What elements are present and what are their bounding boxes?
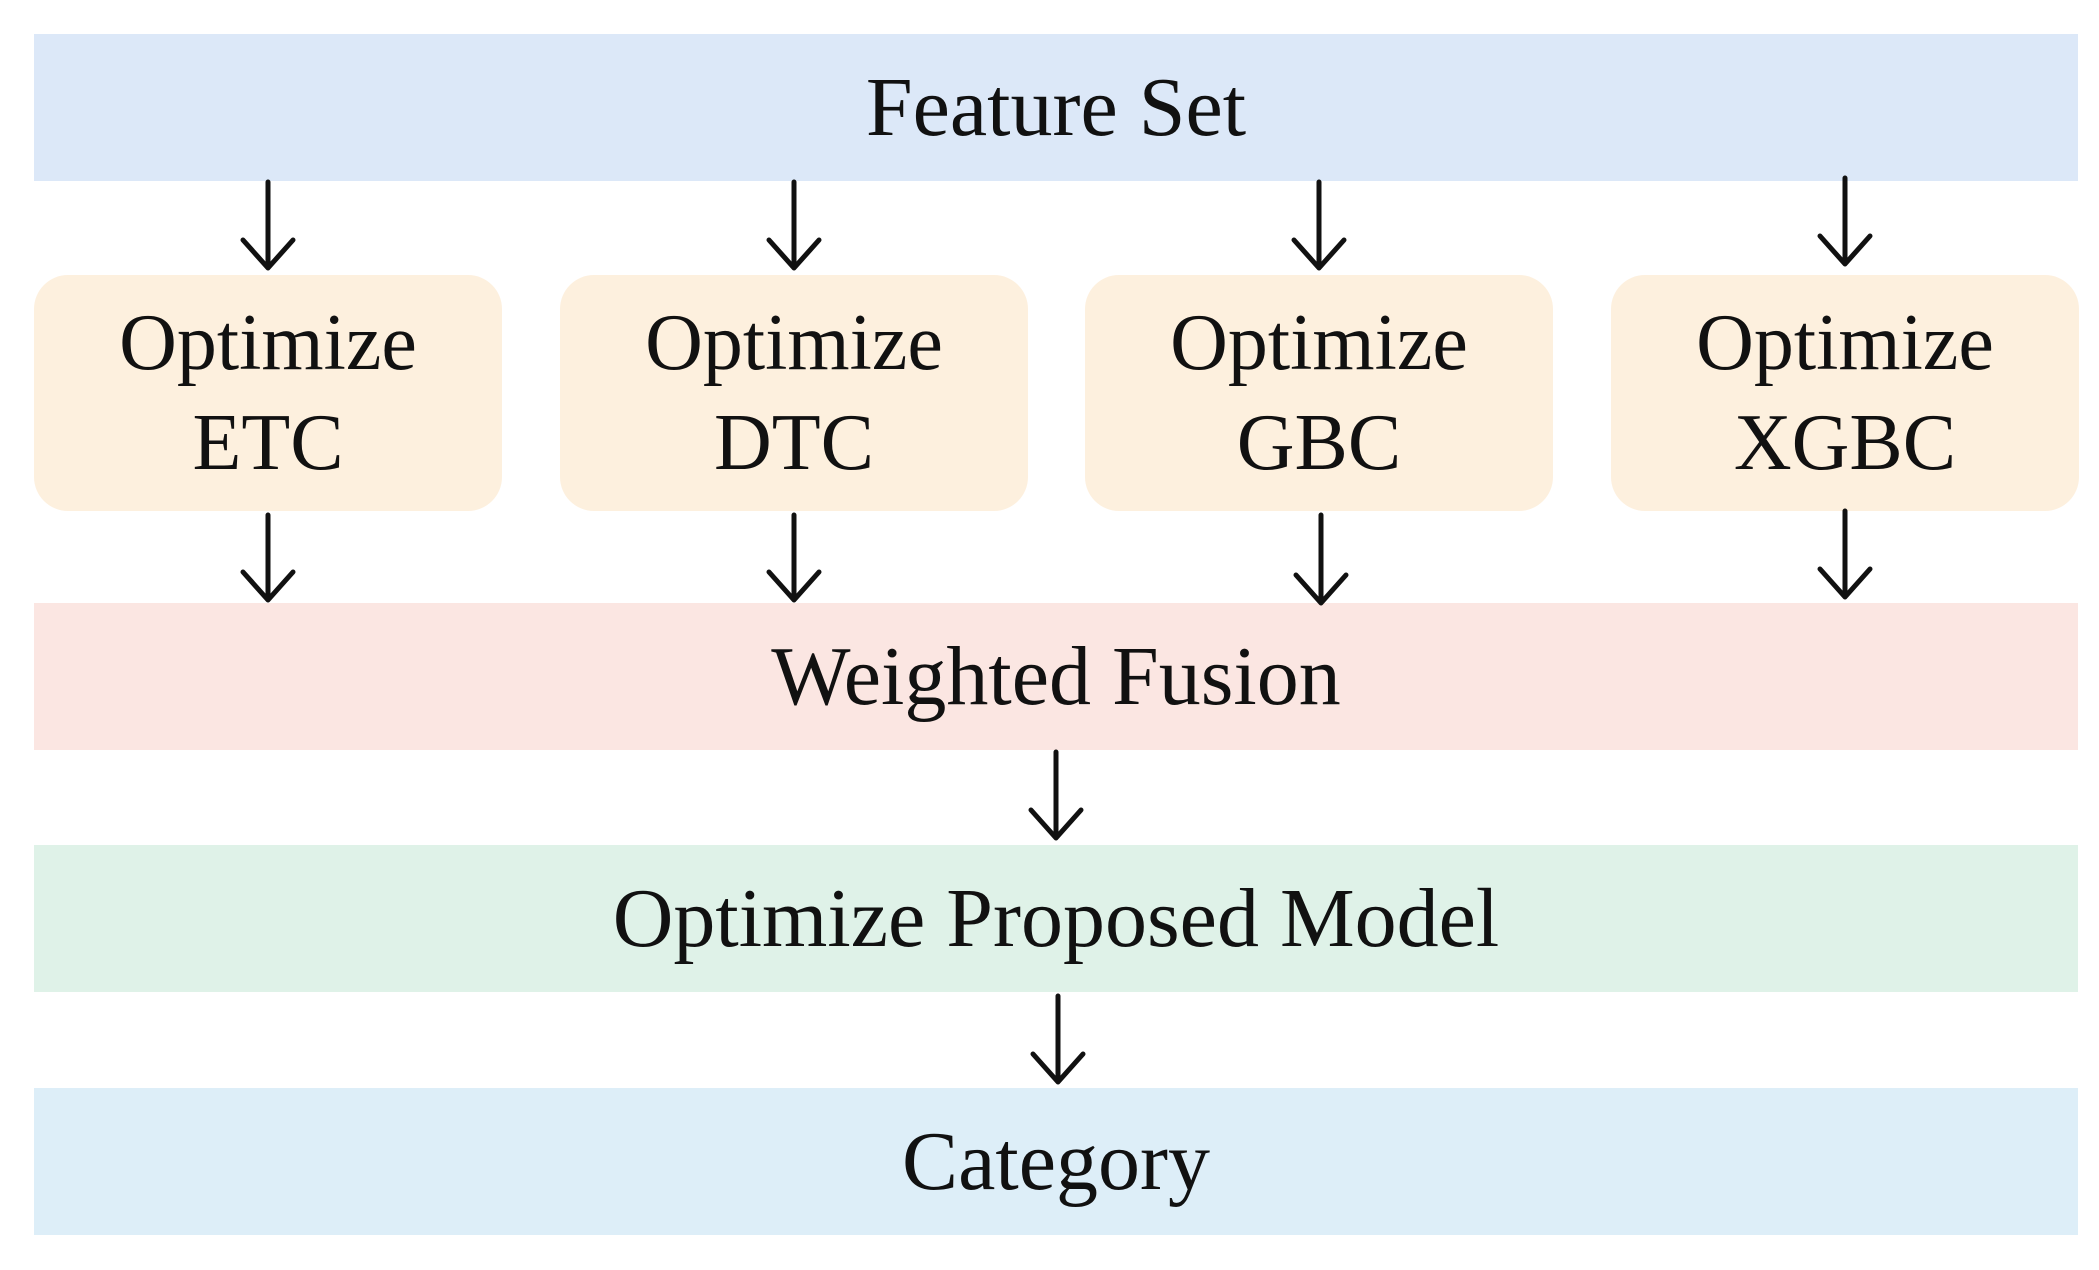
- arrow-etc-to-fusion: [240, 512, 296, 603]
- arrow-dtc-to-fusion: [766, 512, 822, 603]
- arrow-feature-to-gbc: [1291, 179, 1347, 271]
- weighted-fusion-label: Weighted Fusion: [771, 629, 1341, 723]
- arrow-xgbc-to-fusion: [1817, 508, 1873, 600]
- category-block: Category: [34, 1088, 2078, 1235]
- optimize-dtc-line2: DTC: [714, 399, 874, 487]
- optimize-xgbc-line2: XGBC: [1733, 399, 1957, 487]
- proposed-model-label: Optimize Proposed Model: [612, 871, 1500, 965]
- feature-set-block: Feature Set: [34, 34, 2078, 181]
- arrow-fusion-to-proposed: [1028, 749, 1084, 841]
- optimize-etc-line2: ETC: [192, 399, 344, 487]
- feature-set-label: Feature Set: [865, 60, 1247, 154]
- weighted-fusion-block: Weighted Fusion: [34, 603, 2078, 750]
- optimize-dtc-block: Optimize DTC: [560, 275, 1028, 511]
- category-label: Category: [902, 1114, 1210, 1208]
- optimize-gbc-line1: Optimize: [1170, 299, 1468, 387]
- optimize-dtc-line1: Optimize: [645, 299, 943, 387]
- proposed-model-block: Optimize Proposed Model: [34, 845, 2078, 992]
- optimize-etc-line1: Optimize: [119, 299, 417, 387]
- arrow-proposed-to-category: [1030, 993, 1086, 1085]
- optimize-gbc-block: Optimize GBC: [1085, 275, 1553, 511]
- arrow-feature-to-etc: [240, 179, 296, 271]
- optimize-xgbc-line1: Optimize: [1696, 299, 1994, 387]
- arrow-gbc-to-fusion: [1293, 512, 1349, 606]
- arrow-feature-to-dtc: [766, 179, 822, 271]
- optimize-etc-block: Optimize ETC: [34, 275, 502, 511]
- optimize-gbc-line2: GBC: [1236, 399, 1402, 487]
- optimize-xgbc-block: Optimize XGBC: [1611, 275, 2079, 511]
- arrow-feature-to-xgbc: [1817, 175, 1873, 267]
